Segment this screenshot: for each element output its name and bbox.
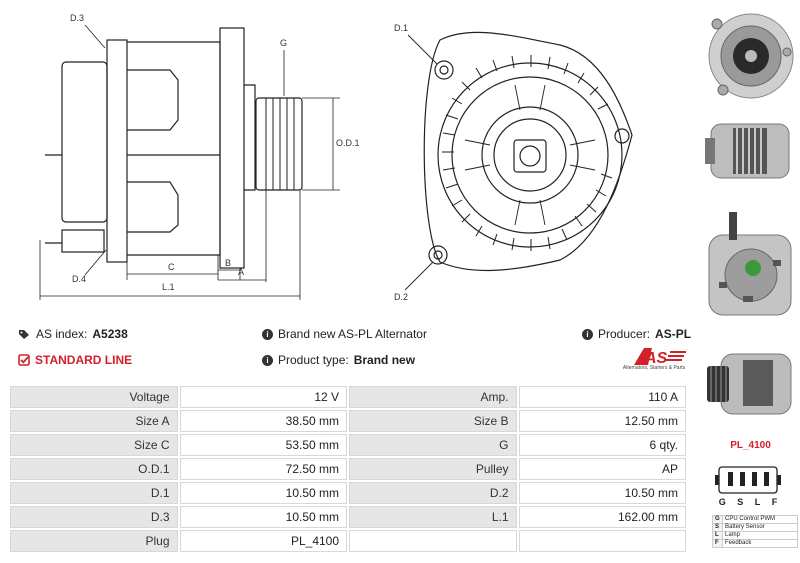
producer-value: AS-PL xyxy=(655,327,692,341)
product-photo-side[interactable] xyxy=(703,106,798,196)
pin-legend-desc: Feedback xyxy=(722,539,798,548)
spec-value: PL_4100 xyxy=(179,530,348,552)
spec-value: 12 V xyxy=(179,386,348,408)
as-index-value: A5238 xyxy=(92,327,128,341)
spec-value: 12.50 mm xyxy=(518,410,686,432)
spec-value: 38.50 mm xyxy=(179,410,348,432)
pin-legend-key: S xyxy=(712,523,723,532)
spec-label: Size C xyxy=(10,434,178,456)
dim-label-d2: D.2 xyxy=(394,292,409,302)
product-photo-pulley[interactable] xyxy=(703,336,798,431)
product-type-value: Brand new xyxy=(353,353,416,367)
product-type-label: Product type: xyxy=(278,353,349,367)
spec-value: 110 A xyxy=(518,386,686,408)
product-type-row: i Product type: Brand new xyxy=(262,353,415,367)
table-row: D.3 10.50 mm L.1 162.00 mm xyxy=(10,506,686,528)
pin-legend-key: F xyxy=(712,539,723,548)
alternator-drawing xyxy=(39,24,633,300)
brand-row: i Brand new AS-PL Alternator xyxy=(262,327,427,341)
spec-label: O.D.1 xyxy=(10,458,178,480)
spec-value: 10.50 mm xyxy=(179,482,348,504)
as-index-label: AS index: xyxy=(36,327,88,341)
as-pl-logo: AS Alternators, Starters & Parts xyxy=(620,346,688,376)
table-row: Size C 53.50 mm G 6 qty. xyxy=(10,434,686,456)
spec-label: Pulley xyxy=(349,458,517,480)
specification-table: Voltage 12 V Amp. 110 A Size A 38.50 mm … xyxy=(8,384,688,554)
brand-text: Brand new AS-PL Alternator xyxy=(278,327,427,341)
spec-label: Size A xyxy=(10,410,178,432)
standard-line-label: STANDARD LINE xyxy=(35,353,133,367)
dim-label-c: C xyxy=(168,262,175,272)
spec-label: D.2 xyxy=(349,482,517,504)
plug-pin-f: F xyxy=(771,497,778,507)
product-photo-front[interactable] xyxy=(703,4,798,104)
product-photo-rear[interactable] xyxy=(703,210,798,330)
spec-value: 6 qty. xyxy=(518,434,686,456)
spec-label: G xyxy=(349,434,517,456)
spec-value: 162.00 mm xyxy=(518,506,686,528)
spec-value: 10.50 mm xyxy=(179,506,348,528)
spec-label: Amp. xyxy=(349,386,517,408)
table-row: Voltage 12 V Amp. 110 A xyxy=(10,386,686,408)
pin-legend-desc: CPU Control PWM xyxy=(722,515,798,524)
standard-line-row: STANDARD LINE xyxy=(18,353,132,367)
info-icon: i xyxy=(262,328,273,340)
spec-value: AP xyxy=(518,458,686,480)
dim-label-g: G xyxy=(280,38,288,48)
table-row: Plug PL_4100 xyxy=(10,530,686,552)
plug-pin-l: L xyxy=(754,497,761,507)
plug-pin-g: G xyxy=(718,497,726,507)
dim-label-d1: D.1 xyxy=(394,23,409,33)
info-icon: i xyxy=(582,328,593,340)
dim-label-b: B xyxy=(225,258,232,268)
table-row: D.1 10.50 mm D.2 10.50 mm xyxy=(10,482,686,504)
technical-drawing: D.3 D.4 G O.D.1 B C A L.1 D.1 D.2 xyxy=(0,0,700,315)
pin-legend-key: G xyxy=(712,515,723,524)
spec-value: 72.50 mm xyxy=(179,458,348,480)
spec-value: 53.50 mm xyxy=(179,434,348,456)
tags-icon xyxy=(19,329,29,339)
table-row: Size A 38.50 mm Size B 12.50 mm xyxy=(10,410,686,432)
plug-pin-letters: G S L F xyxy=(713,497,783,507)
spec-label: Plug xyxy=(10,530,178,552)
dim-label-d4: D.4 xyxy=(72,274,87,284)
spec-label: Voltage xyxy=(10,386,178,408)
spec-label: Size B xyxy=(349,410,517,432)
pin-legend-desc: Lamp xyxy=(722,531,798,540)
spec-empty-cell xyxy=(349,530,517,552)
plug-pin-s: S xyxy=(737,497,744,507)
info-icon: i xyxy=(262,354,273,366)
logo-tagline: Alternators, Starters & Parts xyxy=(622,365,686,371)
dim-label-a: A xyxy=(238,267,245,277)
pin-legend-key: L xyxy=(712,531,723,540)
spec-label: L.1 xyxy=(349,506,517,528)
dim-label-d3: D.3 xyxy=(70,13,85,23)
spec-label: D.3 xyxy=(10,506,178,528)
dim-label-l1: L.1 xyxy=(162,282,175,292)
spec-value: 10.50 mm xyxy=(518,482,686,504)
spec-label: D.1 xyxy=(10,482,178,504)
dim-label-od1: O.D.1 xyxy=(336,138,360,148)
as-index-row: AS index: A5238 xyxy=(18,327,128,341)
producer-row: i Producer: AS-PL xyxy=(582,327,691,341)
plug-code[interactable]: PL_4100 xyxy=(730,440,771,451)
plug-connector-diagram xyxy=(713,463,783,511)
pin-legend-desc: Battery Sensor xyxy=(722,523,798,532)
check-square-icon xyxy=(18,354,30,366)
producer-label: Producer: xyxy=(598,327,651,341)
table-row: O.D.1 72.50 mm Pulley AP xyxy=(10,458,686,480)
svg-text:AS: AS xyxy=(644,350,668,366)
spec-empty-cell xyxy=(518,530,686,552)
